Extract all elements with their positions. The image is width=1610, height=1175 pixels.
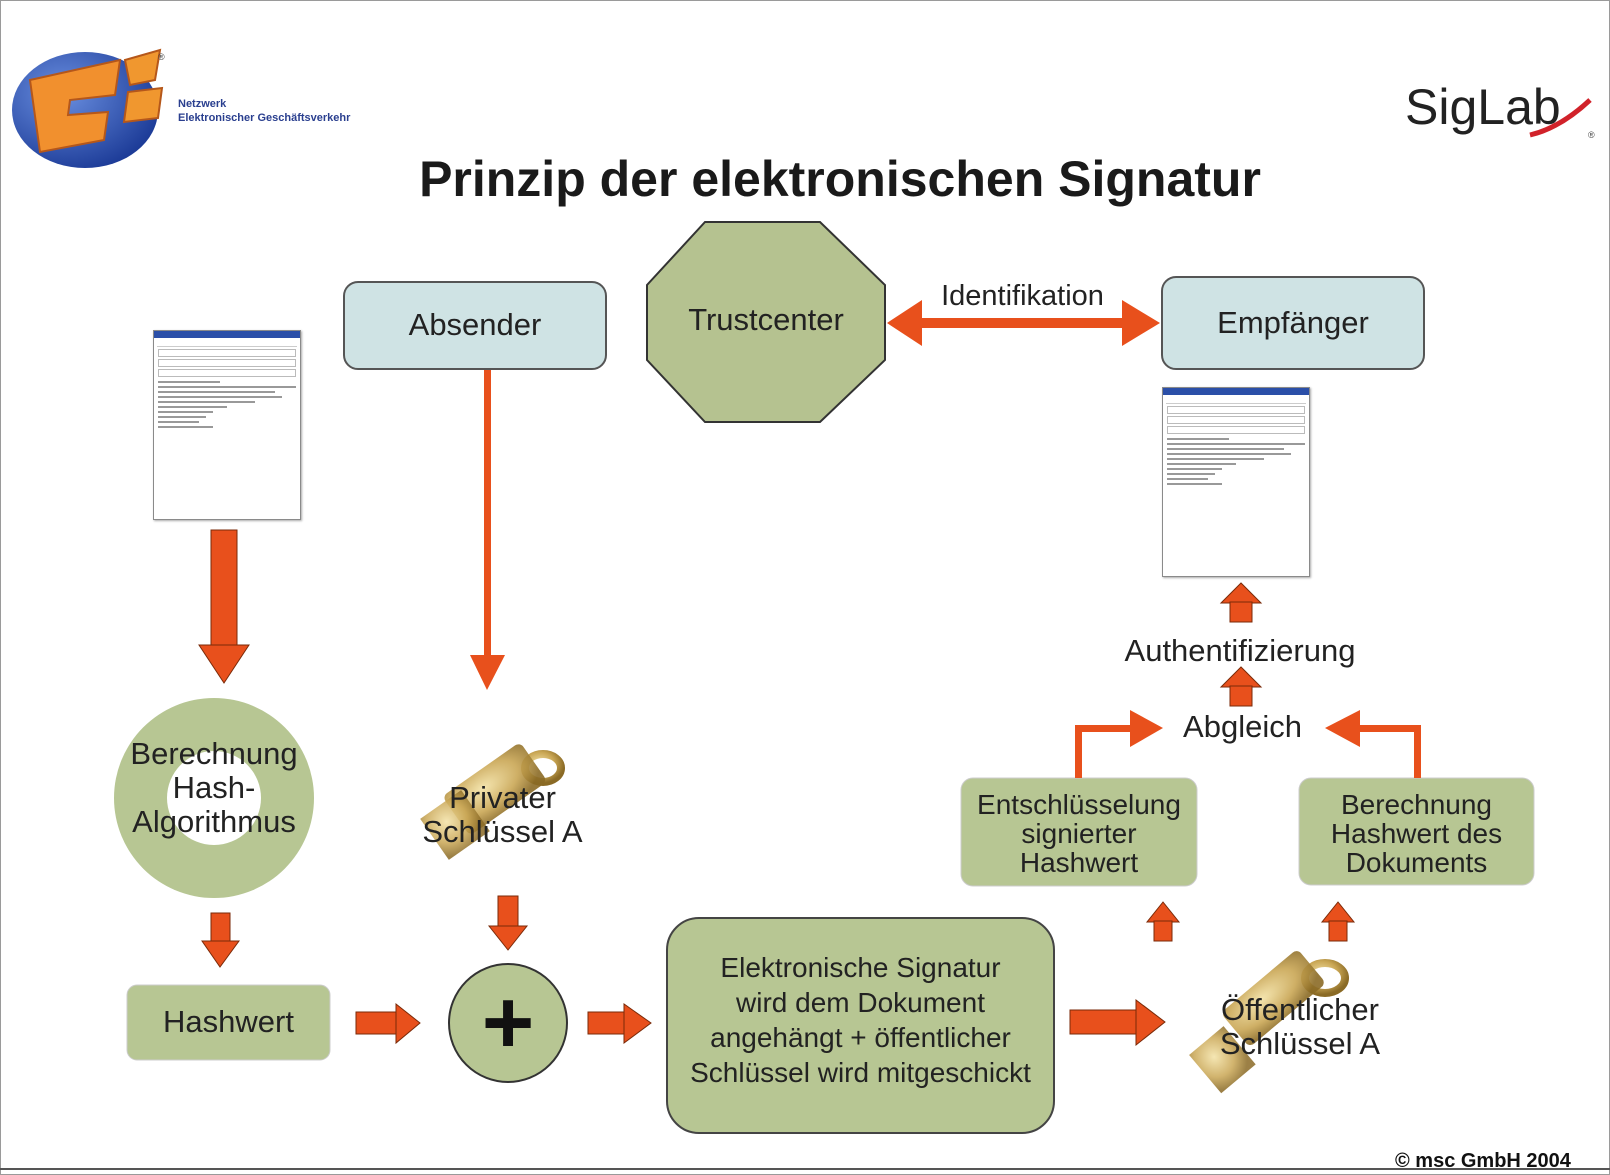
trustcenter-octagon xyxy=(646,221,886,423)
footer-rule xyxy=(0,1168,1610,1170)
pubkey-to-entschl-arrow xyxy=(1145,901,1181,942)
signatur-line3: angehängt + öffentlicher xyxy=(710,1022,1011,1053)
abgleich-to-auth-arrow xyxy=(1219,666,1263,707)
identifikation-arrow xyxy=(887,300,1160,346)
berech-to-abgleich-arrow xyxy=(1325,710,1421,778)
signatur-label: Elektronische Signatur wird dem Dokument… xyxy=(663,950,1058,1090)
signatur-line1: Elektronische Signatur xyxy=(720,952,1001,983)
trustcenter-label: Trustcenter xyxy=(688,301,844,337)
hashwert-label: Hashwert xyxy=(163,1004,294,1040)
signatur-line2: wird dem Dokument xyxy=(736,987,985,1018)
identifikation-label: Identifikation xyxy=(941,280,1104,312)
absender-label: Absender xyxy=(408,307,542,343)
receiver-email-document xyxy=(1162,387,1310,577)
absender-down-arrow xyxy=(470,370,505,690)
plus-symbol: + xyxy=(481,972,535,1073)
ring-to-hashwert-arrow xyxy=(201,912,240,968)
private-key-label: Privater Schlüssel A xyxy=(400,780,605,850)
private-key-image xyxy=(420,744,565,860)
plus-circle xyxy=(448,963,568,1083)
public-key-image xyxy=(1189,951,1349,1094)
siglab-swoosh xyxy=(1529,98,1592,138)
public-key-line2: Schlüssel A xyxy=(1219,1026,1381,1062)
absender-box xyxy=(343,281,607,370)
pubkey-to-berech-arrow xyxy=(1320,901,1356,942)
sender-email-document xyxy=(153,330,301,520)
key-to-plus-arrow xyxy=(487,895,529,951)
berechnung-dokument-label: Berechnung Hashwert des Dokuments xyxy=(1299,790,1534,877)
doc-to-hash-arrow xyxy=(198,529,250,684)
logo-caption-line2: Elektronischer Geschäftsverkehr xyxy=(178,112,351,124)
hash-algorithm-line2: Hash- xyxy=(172,770,256,806)
public-key-label: Öffentlicher Schlüssel A xyxy=(1195,992,1405,1062)
authentifizierung-label: Authentifizierung xyxy=(1124,633,1356,668)
entschluesselung-line2: signierter xyxy=(1021,818,1137,849)
logo-caption: Netzwerk Elektronischer Geschäftsverkehr xyxy=(178,97,350,125)
signatur-box xyxy=(666,917,1055,1134)
entschluesselung-label: Entschlüsselung signierter Hashwert xyxy=(961,790,1197,877)
public-key-line1: Öffentlicher xyxy=(1221,992,1379,1027)
hashwert-to-plus-arrow xyxy=(355,1002,421,1045)
page-title: Prinzip der elektronischen Signatur xyxy=(419,151,1261,207)
entschl-to-abgleich-arrow xyxy=(1075,710,1163,778)
hash-algorithm-label: Berechnung Hash- Algorithmus xyxy=(114,736,314,840)
berechnung-dokument-line1: Berechnung xyxy=(1340,789,1492,820)
berechnung-dokument-line3: Dokuments xyxy=(1345,847,1488,878)
private-key-line1: Privater xyxy=(449,780,556,815)
entschluesselung-line3: Hashwert xyxy=(1019,847,1139,878)
signatur-line4: Schlüssel wird mitgeschickt xyxy=(690,1057,1031,1088)
entschluesselung-line1: Entschlüsselung xyxy=(977,789,1181,820)
private-key-line2: Schlüssel A xyxy=(422,814,583,850)
hash-ring-hole xyxy=(167,751,261,845)
logo-caption-line1: Netzwerk xyxy=(178,98,227,110)
berechnung-dokument-line2: Hashwert des xyxy=(1330,818,1503,849)
abgleich-label: Abgleich xyxy=(1183,709,1302,744)
logo-registered-mark: ® xyxy=(158,52,165,62)
hashwert-box xyxy=(126,984,331,1061)
empfaenger-box xyxy=(1161,276,1425,370)
e3-logo xyxy=(12,48,164,168)
hash-algorithm-line1: Berechnung xyxy=(130,736,298,771)
auth-to-document-arrow xyxy=(1219,582,1263,623)
copyright-text: © msc GmbH 2004 xyxy=(1395,1150,1571,1172)
hash-algorithm-line3: Algorithmus xyxy=(132,804,296,840)
plus-to-signatur-arrow xyxy=(587,1003,652,1044)
siglab-registered-mark: ® xyxy=(1588,130,1595,140)
siglab-logo-text: SigLab xyxy=(1405,79,1561,135)
empfaenger-label: Empfänger xyxy=(1217,304,1369,340)
signatur-to-pubkey-arrow xyxy=(1069,998,1166,1047)
